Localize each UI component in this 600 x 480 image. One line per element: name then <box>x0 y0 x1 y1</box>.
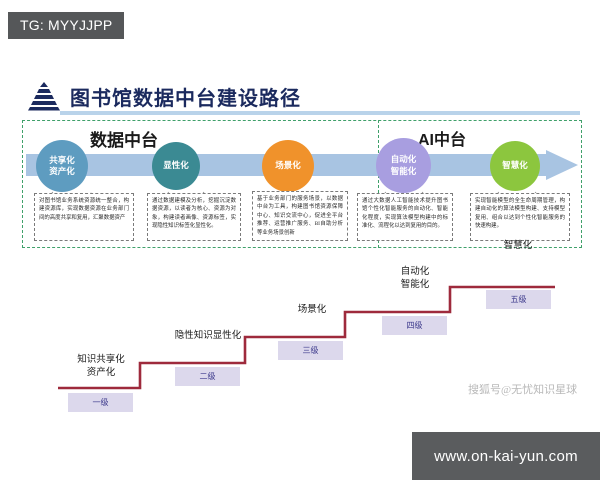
node-2-label-line-1: 显性化 <box>163 160 189 171</box>
step-4-label-line-1: 自动化 <box>400 267 430 277</box>
step-level-box-3: 三级 <box>278 341 343 360</box>
node-4-label-line-2: 智能化 <box>390 165 417 176</box>
node-circle-3[interactable]: 场景化 <box>262 140 314 192</box>
maturity-staircase <box>58 285 555 390</box>
node-1-description: 对图书馆业务系统资源统一整合，构建资源库，实现数据资源在业务部门间的高度共享和复… <box>34 193 134 241</box>
step-label-1: 知识共享化 资产化 <box>55 354 147 380</box>
section-heading-data-platform: 数据中台 <box>90 131 158 150</box>
node-4-label-line-1: 自动化 <box>390 154 417 165</box>
step-label-2: 隐性知识显性化 <box>148 330 268 343</box>
step-level-box-1: 一级 <box>68 393 133 412</box>
step-2-label-line-1: 隐性知识显性化 <box>174 331 242 341</box>
node-1-label-line-1: 共享化 <box>49 154 75 165</box>
step-label-4: 自动化 智能化 <box>375 266 455 292</box>
page-title: 图书馆数据中台建设路径 <box>70 87 301 110</box>
pyramid-logo-icon <box>22 81 66 111</box>
step-1-label-line-2: 资产化 <box>86 367 116 378</box>
node-3-description: 基于业务部门的服务场景，以数据中台为工具，构建图书馆资源保障中心、知识交流中心，… <box>252 191 348 241</box>
node-5-description: 实现智能模型的全生命周期管理，构建自动化的算法模型构建、支持模型复用、组合以达到… <box>470 193 570 241</box>
step-label-3: 场景化 <box>272 304 352 317</box>
section-heading-ai-platform: AI中台 <box>418 132 467 149</box>
source-watermark: 搜狐号@无忧知识星球 <box>468 384 578 396</box>
node-2-description: 通过数据建模及分析，挖掘沉淀数据资源，以读者为核心、资源为对象，构建读者画像、资… <box>147 193 241 241</box>
node-circle-5[interactable]: 智慧化 <box>490 141 540 191</box>
step-level-box-5: 五级 <box>486 290 551 309</box>
platform-section-divider <box>378 120 379 248</box>
title-underline <box>60 111 580 115</box>
url-bar: www.on-kai-yun.com <box>412 432 600 480</box>
node-circle-2[interactable]: 显性化 <box>152 142 200 190</box>
slide-title-row: 图书馆数据中台建设路径 <box>22 80 322 112</box>
node-4-description: 通过大数据人工智能技术提升图书馆个性化智能服务的自动化、智能化程度，实现算法模型… <box>357 193 453 241</box>
node-5-label-line-1: 智慧化 <box>502 160 528 171</box>
step-level-box-4: 四级 <box>382 316 447 335</box>
step-3-label-line-1: 场景化 <box>297 305 327 315</box>
step-1-label-line-1: 知识共享化 <box>77 355 125 365</box>
node-circle-4[interactable]: 自动化 智能化 <box>376 138 431 193</box>
step-5-label-line-1: 智慧化 <box>503 241 533 251</box>
node-3-label-line-1: 场景化 <box>275 160 301 171</box>
node-circle-1[interactable]: 共享化 资产化 <box>36 140 88 192</box>
step-level-box-2: 二级 <box>175 367 240 386</box>
step-label-5: 智慧化 <box>478 240 558 253</box>
tg-tag: TG: MYYJJPP <box>8 12 125 39</box>
step-4-label-line-2: 智能化 <box>400 279 430 290</box>
node-1-label-line-2: 资产化 <box>49 166 75 176</box>
